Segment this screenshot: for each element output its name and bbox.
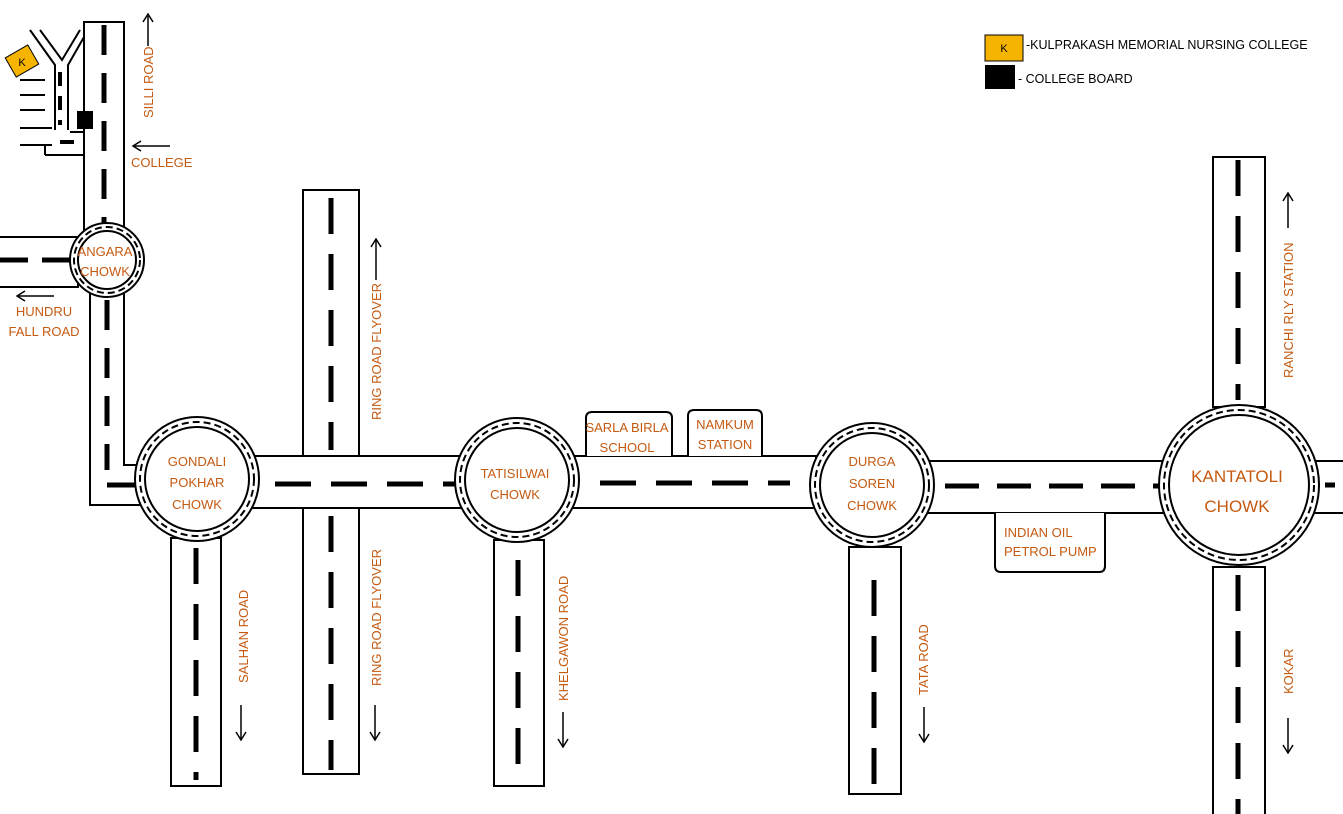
kantatoli-chowk-label-2: CHOWK	[1204, 497, 1270, 516]
namkum-station[interactable]: NAMKUM STATION	[687, 409, 763, 456]
main-road-tatisilwai-durga	[571, 455, 817, 509]
indian-oil-petrol-pump[interactable]: INDIAN OIL PETROL PUMP	[994, 513, 1106, 573]
khelgawon-road	[493, 539, 545, 787]
ring-south-label: RING ROAD FLYOVER	[369, 549, 384, 686]
khelgawon-arrowhead	[557, 738, 569, 749]
campus-streets	[20, 29, 100, 156]
ring-north-arrowhead	[370, 237, 382, 248]
main-road-gondali-tatisilwai	[249, 455, 463, 509]
main-road-durga-kantatoli	[925, 460, 1167, 514]
hundru-arrowhead	[15, 290, 26, 302]
gondali-chowk-label-2: POKHAR	[170, 475, 225, 490]
ranchi-rly-arrowhead	[1282, 191, 1294, 202]
tata-road	[848, 546, 902, 795]
college-arrowhead	[131, 140, 142, 152]
sarla-birla-school[interactable]: SARLA BIRLA SCHOOL	[585, 411, 673, 456]
durga-chowk-label-3: CHOWK	[847, 498, 897, 513]
ranchi-rly-label: RANCHI RLY STATION	[1281, 242, 1296, 378]
gondali-chowk-label-3: CHOWK	[172, 497, 222, 512]
durga-chowk-label-2: SOREN	[849, 476, 895, 491]
college-label: COLLEGE	[131, 155, 193, 170]
angara-chowk[interactable]: ANGARA CHOWK	[69, 222, 145, 298]
tatisilwai-chowk-label-2: CHOWK	[490, 487, 540, 502]
legend-board-text: - COLLEGE BOARD	[1018, 72, 1133, 86]
indian-oil-label-1: INDIAN OIL	[1004, 525, 1073, 540]
legend-college-swatch	[984, 34, 1024, 62]
ring-south-arrowhead	[369, 731, 381, 742]
tatisilwai-chowk-label-1: TATISILWAI	[481, 466, 550, 481]
ring-road-flyover-north	[302, 189, 360, 457]
angara-to-gondali-road	[89, 290, 141, 506]
legend: K -KULPRAKASH MEMORIAL NURSING COLLEGE -…	[984, 34, 1308, 89]
hundru-label-1: HUNDRU	[16, 304, 72, 319]
angara-chowk-label-2: CHOWK	[80, 264, 130, 279]
salhan-road	[170, 537, 222, 787]
durga-soren-chowk[interactable]: DURGA SOREN CHOWK	[809, 422, 935, 548]
ring-north-label: RING ROAD FLYOVER	[369, 283, 384, 420]
gondali-chowk-label-1: GONDALI	[168, 454, 227, 469]
salhan-arrowhead	[235, 731, 247, 742]
tatisilwai-chowk[interactable]: TATISILWAI CHOWK	[454, 417, 580, 543]
hundru-fall-road	[0, 236, 79, 288]
college-marker[interactable]: K	[4, 44, 40, 78]
silli-road-arrowhead	[142, 12, 154, 23]
legend-college-text: -KULPRAKASH MEMORIAL NURSING COLLEGE	[1026, 38, 1308, 52]
tata-road-arrowhead	[918, 733, 930, 744]
kokar-label: KOKAR	[1281, 648, 1296, 694]
legend-college-letter: K	[1000, 43, 1008, 55]
durga-chowk-label-1: DURGA	[849, 454, 896, 469]
khelgawon-label: KHELGAWON ROAD	[556, 576, 571, 701]
sarla-label-1: SARLA BIRLA	[585, 420, 668, 435]
indian-oil-label-2: PETROL PUMP	[1004, 544, 1097, 559]
legend-board-swatch	[985, 65, 1015, 89]
namkum-label-2: STATION	[698, 437, 752, 452]
ring-road-flyover-south	[302, 507, 360, 775]
college-board-marker[interactable]	[77, 111, 93, 129]
angara-chowk-label-1: ANGARA	[78, 244, 133, 259]
kokar-road	[1212, 566, 1266, 814]
tata-road-label: TATA ROAD	[916, 624, 931, 695]
salhan-label: SALHAN ROAD	[236, 590, 251, 683]
namkum-label-1: NAMKUM	[696, 417, 754, 432]
gondali-pokhar-chowk[interactable]: GONDALI POKHAR CHOWK	[134, 416, 260, 542]
kantatoli-chowk-label-1: KANTATOLI	[1191, 467, 1283, 486]
silli-road-label: SILLI ROAD	[141, 46, 156, 118]
silli-road	[83, 21, 125, 238]
college-marker-letter: K	[18, 57, 26, 69]
hundru-label-2: FALL ROAD	[8, 324, 79, 339]
sarla-label-2: SCHOOL	[600, 440, 655, 455]
ranchi-rly-station-road	[1212, 156, 1266, 408]
kantatoli-chowk[interactable]: KANTATOLI CHOWK	[1158, 404, 1320, 566]
kokar-arrowhead	[1282, 744, 1294, 755]
